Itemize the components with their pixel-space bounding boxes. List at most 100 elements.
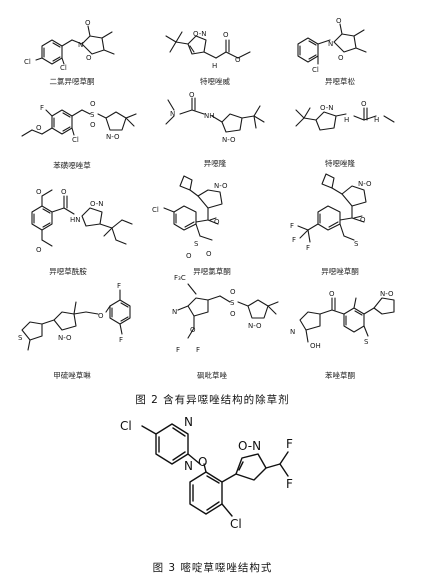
atom-label: F xyxy=(40,104,44,112)
compound-name-3: 异噁草松 xyxy=(325,77,355,86)
atom-label: N-O xyxy=(248,322,262,330)
atom-label: NH xyxy=(204,112,215,120)
atom-label: F xyxy=(176,346,180,354)
atom-label: Cl xyxy=(60,64,67,72)
atom-label: F xyxy=(119,336,123,344)
atom-label: O xyxy=(36,246,42,254)
atom-label: S xyxy=(230,299,235,307)
atom-label: O xyxy=(235,56,241,64)
atom-label: O xyxy=(189,91,195,99)
atom-label: O xyxy=(36,188,42,196)
atom-label: O xyxy=(36,124,42,132)
atom-label: F₃C xyxy=(174,274,186,282)
atom-label: S xyxy=(364,338,369,346)
atom-label: H xyxy=(344,116,349,124)
atom-label: F xyxy=(306,244,310,252)
atom-label: S xyxy=(194,240,199,248)
atom-label: Cl xyxy=(312,66,319,74)
atom-label: S xyxy=(90,111,95,119)
structure-compound-11: F₃C S O O N-O N O F F xyxy=(172,274,279,354)
atom-label: O xyxy=(223,31,229,39)
atom-label: O xyxy=(86,54,92,62)
atom-label: N-O xyxy=(380,290,394,298)
figure-2-caption: 图 2 含有异噁唑结构的除草剂 xyxy=(135,394,290,406)
atom-label: F xyxy=(290,222,294,230)
compound-name-9: 异噁唑草酮 xyxy=(321,267,359,276)
atom-label: O xyxy=(361,100,367,108)
compound-name-10: 甲硫唑草啉 xyxy=(53,371,91,380)
atom-label: O xyxy=(206,250,212,258)
atom-label: F xyxy=(286,477,293,491)
structure-compound-12: O N-O N OH S xyxy=(290,290,395,350)
structure-compound-6: O-N H O H xyxy=(295,100,395,131)
atom-label: O xyxy=(214,218,220,226)
atom-label: F xyxy=(292,236,296,244)
compound-name-12: 苯唑草酮 xyxy=(325,371,355,380)
atom-label: N xyxy=(172,308,177,316)
atom-label: O-N xyxy=(193,30,206,38)
compound-name-8: 异噁氯草酮 xyxy=(193,267,231,276)
atom-label: N-O xyxy=(106,133,120,141)
structure-compound-1: O N O Cl Cl xyxy=(24,19,115,72)
atom-label: O xyxy=(360,216,366,224)
atom-label: O xyxy=(85,19,91,27)
atom-label: O xyxy=(338,54,344,62)
structure-compound-2: O-N H O O xyxy=(165,30,251,70)
atom-label: F xyxy=(286,437,293,451)
structure-compound-10: S N-O O F F xyxy=(18,282,131,351)
atom-label: N-O xyxy=(222,136,236,144)
compound-name-2: 特噁唑威 xyxy=(200,77,230,86)
atom-label: O-N xyxy=(90,200,103,208)
structure-compound-3: N O O Cl xyxy=(297,17,367,74)
atom-label: N xyxy=(184,415,193,429)
atom-label: O xyxy=(230,288,236,296)
atom-label: HN xyxy=(70,216,81,224)
atom-label: O xyxy=(336,17,342,25)
atom-label: H xyxy=(212,62,217,70)
atom-label: O xyxy=(90,100,96,108)
atom-label: F xyxy=(196,346,200,354)
atom-label: N-O xyxy=(358,180,372,188)
atom-label: O-N xyxy=(320,104,333,112)
atom-label: N-O xyxy=(58,334,72,342)
compound-name-5: 异噁隆 xyxy=(203,159,227,168)
structure-compound-5: N O NH N-O xyxy=(165,91,265,144)
atom-label: O xyxy=(186,252,192,260)
compound-name-7: 异噁草酰胺 xyxy=(49,267,87,276)
atom-label: O xyxy=(98,312,104,320)
atom-label: S xyxy=(18,334,23,342)
structure-figure-3: Cl N N O O-N F F Cl xyxy=(120,415,293,531)
compound-name-11: 砜吡草唑 xyxy=(197,371,227,380)
atom-label: N xyxy=(170,110,175,118)
atom-label: H xyxy=(374,116,379,124)
atom-label: Cl xyxy=(120,419,132,433)
atom-label: O xyxy=(190,326,196,334)
atom-label: O xyxy=(329,290,335,298)
atom-label: O-N xyxy=(238,439,261,453)
structure-compound-9: N-O O F F F S xyxy=(290,173,372,252)
atom-label: N xyxy=(184,459,193,473)
atom-label: Cl xyxy=(230,517,242,531)
atom-label: N xyxy=(78,41,83,49)
atom-label: F xyxy=(117,282,121,290)
atom-label: Cl xyxy=(152,206,159,214)
atom-label: O xyxy=(198,455,207,469)
atom-label: O xyxy=(90,121,96,129)
compound-name-6: 特噁唑隆 xyxy=(325,159,355,168)
atom-label: OH xyxy=(310,342,321,350)
atom-label: N xyxy=(328,40,333,48)
structure-compound-4: S O O N-O O F Cl xyxy=(21,100,137,144)
structure-compound-8: N-O O Cl S O O xyxy=(152,175,228,260)
atom-label: N xyxy=(290,328,295,336)
atom-label: N-O xyxy=(214,182,228,190)
atom-label: Cl xyxy=(24,58,31,66)
compound-name-4: 苯磺噁唑草 xyxy=(53,161,91,170)
compound-name-1: 二氯异噁草酮 xyxy=(49,77,95,86)
atom-label: O xyxy=(230,310,236,318)
structure-compound-7: O O O HN O-N xyxy=(31,188,133,254)
figure-3-caption: 图 3 嘧啶草噁唑结构式 xyxy=(152,562,273,574)
atom-label: O xyxy=(61,188,67,196)
atom-label: S xyxy=(354,240,359,248)
atom-label: Cl xyxy=(72,136,79,144)
